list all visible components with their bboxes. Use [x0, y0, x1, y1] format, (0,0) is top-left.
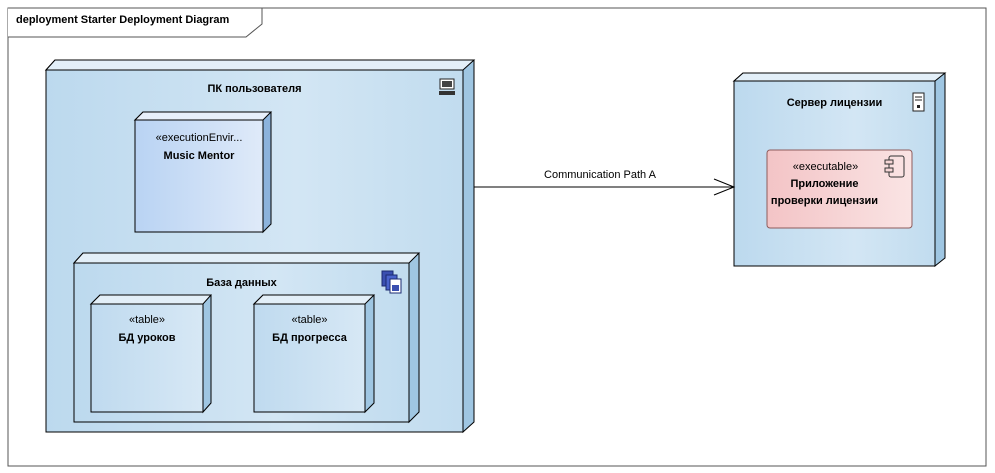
- node-music-mentor[interactable]: [133, 111, 273, 234]
- user-pc-name: ПК пользователя: [207, 83, 302, 95]
- frame-title: deployment Starter Deployment Diagram: [16, 14, 230, 26]
- progress-table-name: БД прогресса: [272, 332, 347, 344]
- license-app-name-line2: проверки лицензии: [770, 195, 879, 207]
- server-icon: [912, 92, 925, 112]
- music-mentor-stereotype: «executionEnvir...: [155, 132, 243, 144]
- node-lessons-table[interactable]: [89, 294, 213, 414]
- lessons-table-name: БД уроков: [118, 332, 176, 344]
- node-progress-table[interactable]: [252, 294, 376, 414]
- license-app-stereotype: «executable»: [792, 161, 859, 173]
- music-mentor-name: Music Mentor: [163, 150, 235, 162]
- connector-label: Communication Path A: [544, 169, 656, 181]
- computer-icon: [439, 78, 455, 95]
- node-license-app[interactable]: [766, 149, 913, 229]
- license-server-name: Сервер лицензии: [786, 97, 883, 109]
- database-icon: [381, 270, 402, 294]
- component-icon: [884, 155, 905, 178]
- database-name: База данных: [206, 277, 277, 289]
- license-app-name-line1: Приложение: [790, 178, 859, 190]
- progress-table-stereotype: «table»: [291, 314, 328, 326]
- connector-communication-path-a[interactable]: [474, 178, 736, 196]
- lessons-table-stereotype: «table»: [128, 314, 166, 326]
